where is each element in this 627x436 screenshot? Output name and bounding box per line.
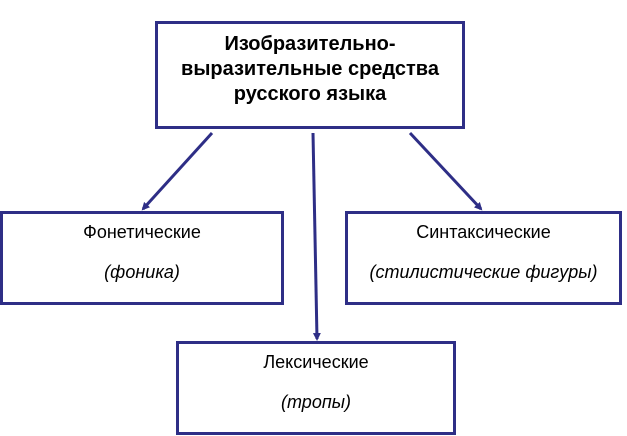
edge-root-to-lexical	[311, 132, 321, 341]
node-syntactic-sublabel: (стилистические фигуры)	[369, 262, 598, 282]
root-node: Изобразительно- выразительные средства р…	[155, 21, 465, 129]
node-phonetic-label: Фонетические	[83, 222, 201, 242]
root-node-title: Изобразительно- выразительные средства р…	[181, 33, 439, 105]
edge-root-to-syntactic	[408, 131, 483, 211]
node-phonetic: Фонетические (фоника)	[0, 211, 284, 305]
node-syntactic: Синтаксические (стилистические фигуры)	[345, 211, 622, 305]
node-syntactic-label: Синтаксические	[416, 222, 551, 242]
node-lexical: Лексические (тропы)	[176, 341, 456, 435]
edge-root-to-phonetic	[141, 131, 214, 211]
node-phonetic-sublabel: (фоника)	[104, 262, 180, 282]
node-lexical-label: Лексические	[263, 352, 369, 372]
node-lexical-sublabel: (тропы)	[281, 392, 351, 412]
